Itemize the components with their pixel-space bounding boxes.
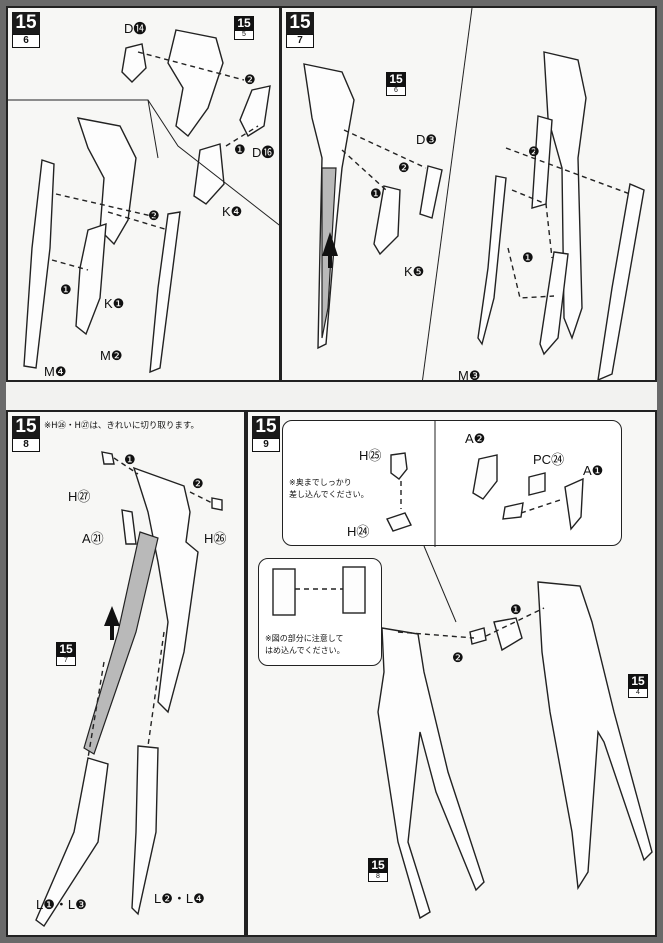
step-panel-9: 15 9 H㉕ H㉔ ※奥までしっかり 差し込んでください。 A❷ PC㉔ A❶ <box>246 410 657 937</box>
step-arrow-2b: ❷ <box>148 208 160 223</box>
part-label-a21: A㉑ <box>82 531 104 546</box>
part-label-a2: A❷ <box>465 431 486 446</box>
step-arrow-1: ❶ <box>370 186 382 201</box>
step-sub-number: 6 <box>12 34 40 48</box>
part-label-d3: D❸ <box>416 132 438 147</box>
step-arrow-1: ❶ <box>124 452 136 467</box>
insert-note: ※奥までしっかり 差し込んでください。 <box>289 478 369 499</box>
step-arrow-2: ❷ <box>398 160 410 175</box>
step-arrow-1: ❶ <box>234 142 246 157</box>
part-label-h25: H㉕ <box>359 448 382 463</box>
panel6-illustration <box>8 29 279 374</box>
part-label-a1: A❶ <box>583 463 604 478</box>
panel9-illustration <box>377 545 653 920</box>
panel8-illustration <box>35 451 223 928</box>
step-arrow-2: ❷ <box>192 476 204 491</box>
part-label-m2: M❷ <box>100 348 123 363</box>
part-label-m3: M❸ <box>458 368 481 382</box>
part-label-d14: D⓮ <box>124 21 147 36</box>
part-label-k5: K❺ <box>404 264 425 279</box>
step-badge-9: 15 9 <box>252 416 280 452</box>
part-label-k4: K❹ <box>222 204 243 219</box>
step-badge-6: 15 6 <box>12 12 40 48</box>
step-arrow-1: ❶ <box>510 602 522 617</box>
insert-callout: H㉕ H㉔ ※奥までしっかり 差し込んでください。 A❷ PC㉔ A❶ <box>282 420 622 547</box>
part-label-h27: H㉗ <box>68 489 91 504</box>
part-label-d16: D⓰ <box>252 145 275 160</box>
step-arrow-2: ❷ <box>452 650 464 665</box>
part-number: ⓮ <box>133 21 147 36</box>
attention-note: ※図の部分に注意して はめ込んでください。 <box>265 634 345 655</box>
step-arrow-1b: ❶ <box>60 282 72 297</box>
step-badge-7: 15 7 <box>286 12 314 48</box>
part-label-l13: L❶・L❸ <box>36 897 87 912</box>
step-arrow-1b: ❶ <box>522 250 534 265</box>
step-arrow-2b: ❷ <box>528 144 540 159</box>
part-label-k1: K❶ <box>104 296 125 311</box>
step-arrow-2: ❷ <box>244 72 256 87</box>
step-badge-8: 15 8 <box>12 416 40 452</box>
cut-note: ※H㉖・H㉗は、きれいに切り取ります。 <box>44 421 200 431</box>
part-label-l24: L❷・L❹ <box>154 891 205 906</box>
step-panel-8: 15 8 ※H㉖・H㉗は、きれいに切り取ります。 ❶ ❷ H㉗ A㉑ H㉖ 15… <box>6 410 246 937</box>
callout2-illustration <box>272 566 366 616</box>
callout-illustration <box>386 421 584 547</box>
step-number: 15 <box>15 12 37 33</box>
part-label-m4: M❹ <box>44 364 67 379</box>
part-label-h24: H㉔ <box>347 524 370 539</box>
part-label-pc24: PC㉔ <box>533 452 565 467</box>
panel7-illustration <box>303 8 645 380</box>
attention-callout: ※図の部分に注意して はめ込んでください。 <box>258 558 382 666</box>
part-label-h26: H㉖ <box>204 531 227 546</box>
